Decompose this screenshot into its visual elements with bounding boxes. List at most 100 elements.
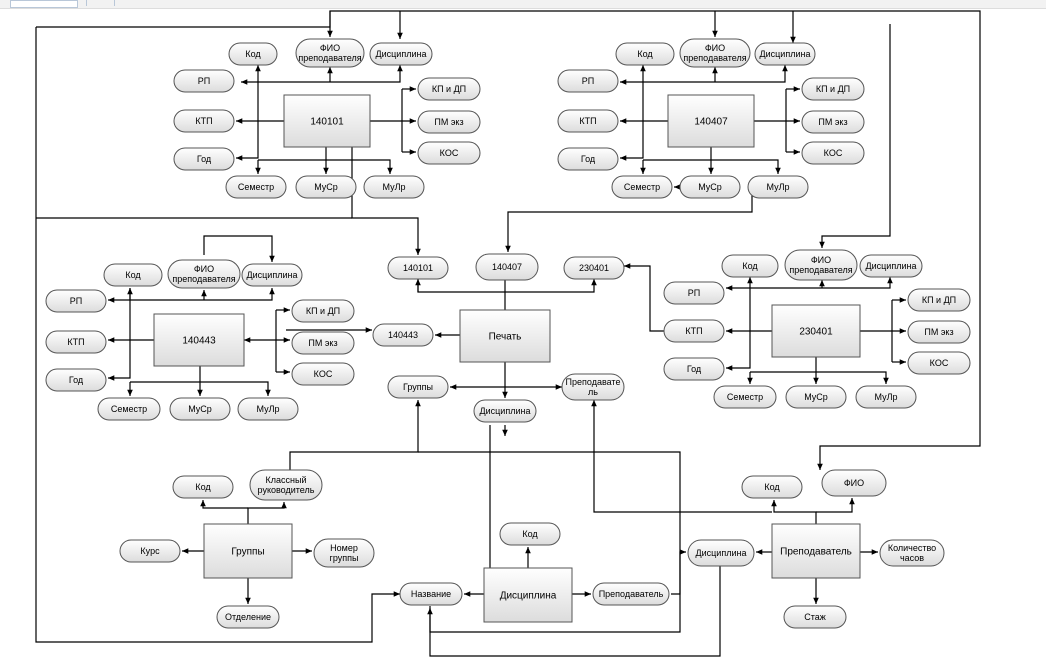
entity-print[interactable]: Печать <box>459 309 551 363</box>
node-kod-teacher[interactable]: Код <box>741 475 803 499</box>
node-discipline-of-teacher-shape <box>687 539 755 567</box>
node-fio-teacher[interactable]: ФИО <box>821 469 887 497</box>
node-ktp-140443[interactable]: КТП <box>45 330 107 354</box>
node-name[interactable]: Название <box>399 582 463 606</box>
node-pm-ekz-140407-shape <box>801 110 865 134</box>
entity-teacher[interactable]: Преподаватель <box>771 523 861 579</box>
node-musr-140101[interactable]: МуСр <box>295 175 357 199</box>
node-discipline-140407-label: Дисциплина <box>760 49 811 59</box>
node-musr-140443[interactable]: МуСр <box>169 397 231 421</box>
entity-230401[interactable]: 230401 <box>771 304 861 358</box>
node-semestr-140407[interactable]: Семестр <box>611 175 673 199</box>
node-department[interactable]: Отделение <box>216 605 280 629</box>
node-print-140443[interactable]: 140443 <box>372 323 434 347</box>
node-rp-140407[interactable]: РП <box>557 69 619 93</box>
entity-140101[interactable]: 140101 <box>283 94 371 148</box>
entity-discipline[interactable]: Дисциплина <box>483 567 573 623</box>
node-ktp-140101[interactable]: КТП <box>173 109 235 133</box>
node-kod-140443[interactable]: Код <box>103 263 163 287</box>
node-kod-140407[interactable]: Код <box>615 42 675 66</box>
node-musr-140407-label: МуСр <box>698 182 722 192</box>
node-kp-dp-140443[interactable]: КП и ДП <box>291 299 355 323</box>
node-print-discipline[interactable]: Дисциплина <box>473 399 537 423</box>
node-mulr-140443[interactable]: МуЛр <box>237 397 299 421</box>
node-discipline-140443[interactable]: Дисциплина <box>241 263 303 287</box>
node-musr-230401-label: МуСр <box>804 392 828 402</box>
entity-140443[interactable]: 140443 <box>153 313 245 367</box>
node-god-140101[interactable]: Год <box>173 147 235 171</box>
node-mulr-140407[interactable]: МуЛр <box>747 175 809 199</box>
node-print-140101-label: 140101 <box>403 263 433 273</box>
node-ktp-140407[interactable]: КТП <box>557 109 619 133</box>
node-pm-ekz-140407[interactable]: ПМ экз <box>801 110 865 134</box>
entity-discipline-shape <box>483 567 573 623</box>
node-kp-dp-230401[interactable]: КП и ДП <box>907 288 971 312</box>
toolbar-field[interactable] <box>10 0 78 8</box>
node-experience[interactable]: Стаж <box>783 605 847 629</box>
node-print-140101[interactable]: 140101 <box>387 256 449 280</box>
node-rp-230401[interactable]: РП <box>663 281 725 305</box>
connector-line <box>750 371 889 384</box>
node-semestr-140101[interactable]: Семестр <box>225 175 287 199</box>
node-ktp-230401[interactable]: КТП <box>663 319 725 343</box>
node-teacher-of-discipline[interactable]: Преподаватель <box>592 582 670 606</box>
node-kos-140407-label: КОС <box>824 148 843 158</box>
node-god-230401[interactable]: Год <box>663 357 725 381</box>
node-course[interactable]: Курс <box>119 539 181 563</box>
node-kos-230401[interactable]: КОС <box>907 351 971 375</box>
node-discipline-140101[interactable]: Дисциплина <box>369 42 433 66</box>
node-kod-230401[interactable]: Код <box>721 254 779 278</box>
connector-lines <box>35 10 981 657</box>
node-teacher-of-discipline-shape <box>592 582 670 606</box>
node-god-140407-label: Год <box>581 154 596 164</box>
node-musr-230401[interactable]: МуСр <box>785 385 847 409</box>
node-kod-discipline[interactable]: Код <box>499 522 561 546</box>
node-kod-teacher-label: Код <box>764 482 780 492</box>
node-kos-140443[interactable]: КОС <box>291 362 355 386</box>
node-mulr-140101[interactable]: МуЛр <box>363 175 425 199</box>
node-kp-dp-140407[interactable]: КП и ДП <box>801 77 865 101</box>
node-mulr-140407-label: МуЛр <box>766 182 789 192</box>
node-print-140101-shape <box>387 256 449 280</box>
node-rp-140443-shape <box>45 289 107 313</box>
node-mulr-230401[interactable]: МуЛр <box>855 385 917 409</box>
entity-140407[interactable]: 140407 <box>667 94 755 148</box>
node-fio-140407-shape <box>679 38 751 68</box>
node-discipline-140407[interactable]: Дисциплина <box>754 42 816 66</box>
node-musr-140407[interactable]: МуСр <box>679 175 741 199</box>
connector-line <box>257 65 403 111</box>
node-pm-ekz-230401[interactable]: ПМ экз <box>907 320 971 344</box>
node-kos-140407[interactable]: КОС <box>801 141 865 165</box>
node-god-140407[interactable]: Год <box>557 147 619 171</box>
node-pm-ekz-140443[interactable]: ПМ экз <box>291 331 355 355</box>
node-discipline-230401[interactable]: Дисциплина <box>859 254 923 278</box>
node-print-230401[interactable]: 230401 <box>563 256 625 280</box>
node-kos-230401-shape <box>907 351 971 375</box>
node-rp-140443[interactable]: РП <box>45 289 107 313</box>
node-semestr-140443[interactable]: Семестр <box>97 397 161 421</box>
node-print-groups[interactable]: Группы <box>387 375 449 399</box>
node-rp-140101[interactable]: РП <box>173 69 235 93</box>
node-kos-140101[interactable]: КОС <box>417 141 481 165</box>
node-print-140407[interactable]: 140407 <box>475 253 539 281</box>
node-kp-dp-140101[interactable]: КП и ДП <box>417 77 481 101</box>
node-pm-ekz-140101[interactable]: ПМ экз <box>417 110 481 134</box>
node-kod-groups[interactable]: Код <box>172 475 234 499</box>
node-musr-140443-label: МуСр <box>188 404 212 414</box>
node-kos-140443-label: КОС <box>314 369 333 379</box>
node-semestr-230401[interactable]: Семестр <box>713 385 777 409</box>
node-discipline-of-teacher[interactable]: Дисциплина <box>687 539 755 567</box>
node-kod-140101[interactable]: Код <box>228 42 278 66</box>
entity-groups[interactable]: Группы <box>203 523 293 579</box>
node-god-140443[interactable]: Год <box>45 368 107 392</box>
